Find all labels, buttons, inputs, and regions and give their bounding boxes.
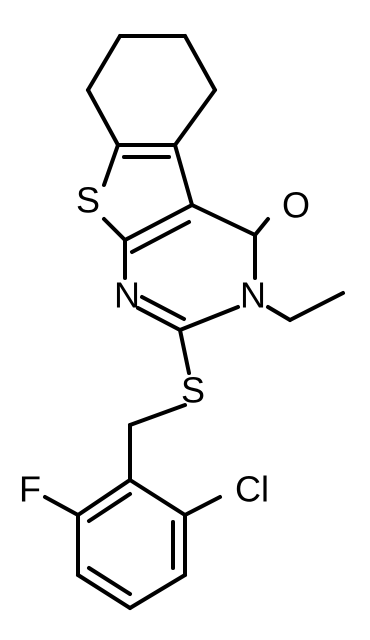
bond (86, 34, 122, 92)
sulfur-ring-label: S (76, 180, 100, 221)
bond (183, 34, 217, 92)
bond (288, 291, 345, 322)
bond (87, 566, 132, 596)
bond (136, 306, 182, 332)
sulfur-thioether-label: S (181, 370, 205, 411)
bond (128, 478, 187, 517)
bond (130, 220, 191, 254)
bond (128, 403, 187, 427)
bond (173, 88, 217, 147)
chlorine-label: Cl (235, 469, 269, 510)
bond (87, 492, 132, 523)
bond (183, 495, 222, 517)
bonds (43, 34, 345, 610)
bond (76, 478, 132, 517)
bond (123, 203, 194, 242)
bond (76, 573, 132, 610)
bond (43, 495, 80, 517)
fluorine-label: F (19, 469, 41, 510)
bond (102, 143, 120, 187)
bond (178, 328, 191, 375)
nitrogen-1-label: N (114, 275, 140, 316)
bond (178, 305, 240, 332)
bond (190, 203, 257, 237)
atom-labels: S O N N S F Cl (19, 180, 310, 510)
bond (102, 217, 127, 242)
bond (140, 295, 186, 321)
bond (86, 88, 120, 147)
oxygen-label: O (282, 185, 310, 226)
bond (173, 143, 194, 207)
nitrogen-3-label: N (240, 275, 266, 316)
bond (128, 573, 187, 610)
bond (266, 305, 292, 322)
bond (253, 217, 270, 237)
